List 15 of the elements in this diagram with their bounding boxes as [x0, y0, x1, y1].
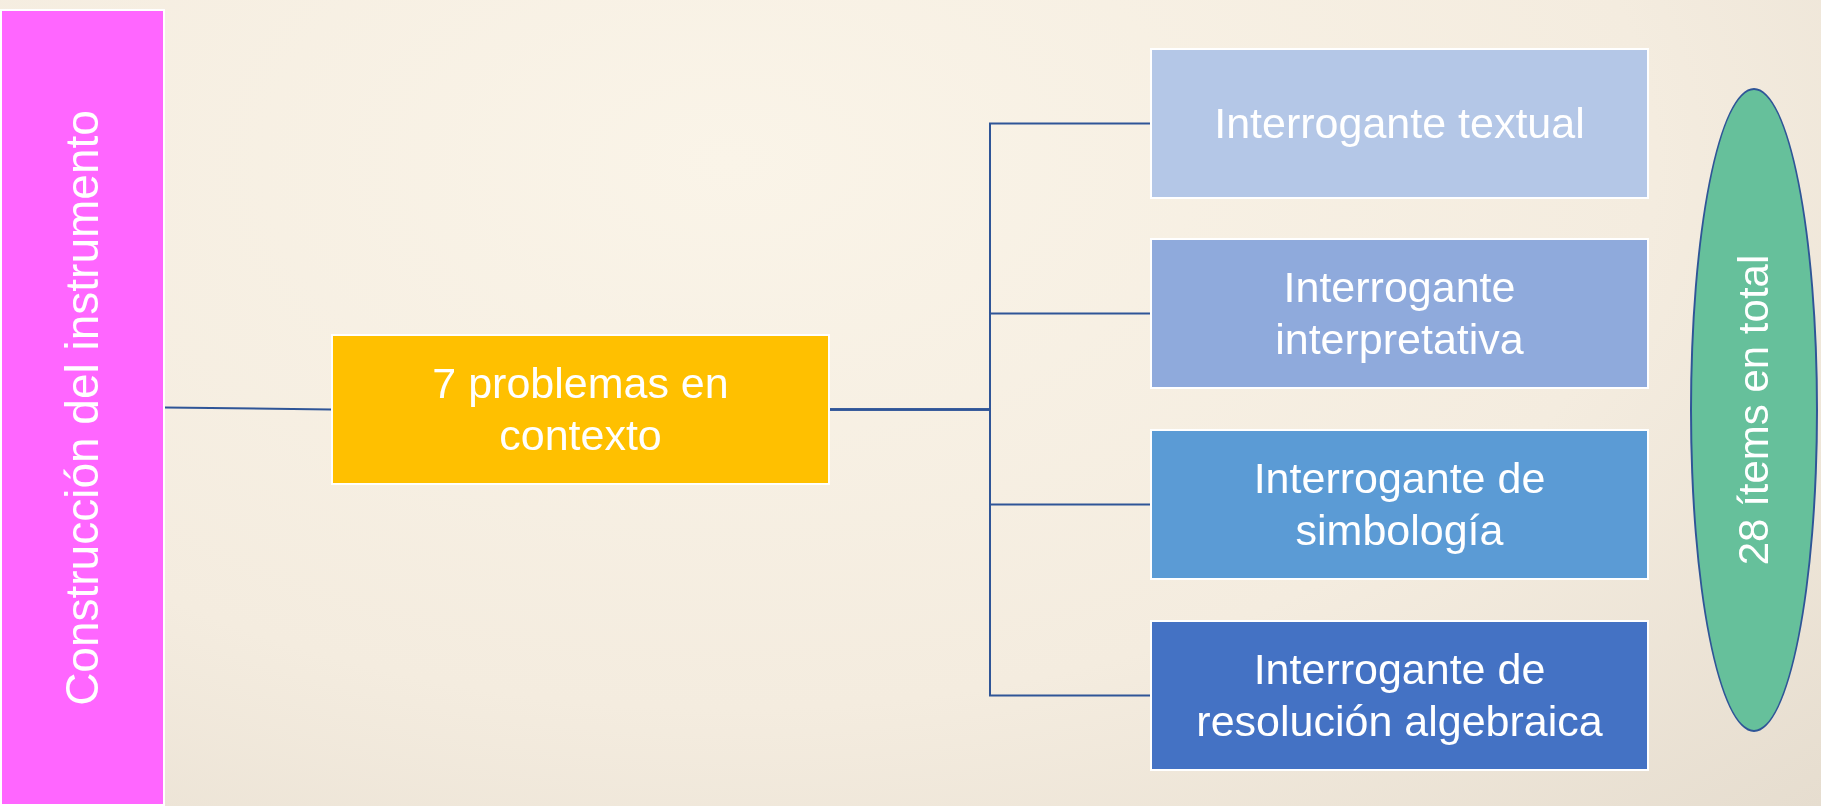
- process-box: [1150, 238, 1649, 389]
- node-label: Interrogante textual: [1214, 97, 1585, 149]
- connector-line: [164, 406, 332, 411]
- process-box: [331, 334, 830, 485]
- process-box: [1150, 620, 1649, 771]
- node-label: 7 problemas en contexto: [431, 357, 730, 461]
- node-label: Interrogante de resolución algebraica: [1195, 643, 1604, 747]
- node-label: 28 ítems en total: [1728, 254, 1778, 566]
- node-label: Interrogante de simbología: [1252, 452, 1547, 556]
- node-label: Construcción del instrumento: [54, 109, 109, 706]
- title-bar: [0, 9, 165, 806]
- process-box: [1150, 48, 1649, 199]
- connector-line: [829, 408, 1151, 697]
- process-box: [1150, 429, 1649, 580]
- node-label: Interrogante interpretativa: [1274, 261, 1525, 365]
